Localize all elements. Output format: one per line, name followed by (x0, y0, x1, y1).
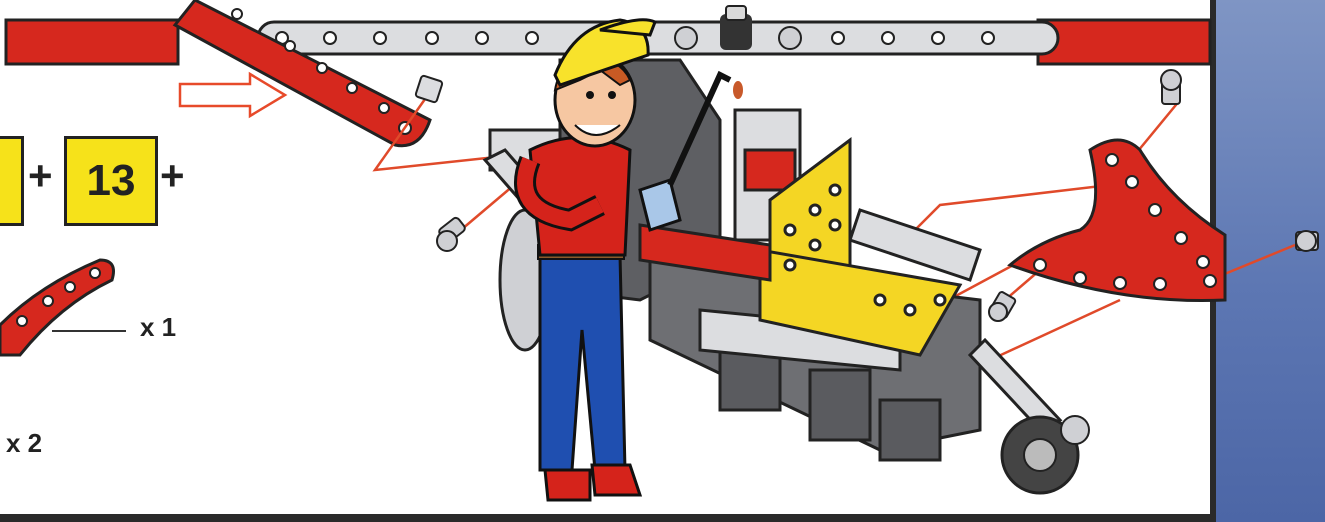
plus-sign-2: + (160, 152, 185, 200)
red-curved-support (1010, 140, 1225, 301)
screw-right-edge (1296, 231, 1318, 251)
qty-red-arc-strip: x 1 (140, 312, 176, 343)
screw-middle (989, 291, 1016, 321)
red-strip-right (1038, 20, 1210, 64)
tail-wheel (1002, 416, 1089, 493)
plus-sign-1: + (28, 152, 53, 200)
silver-long-strip (258, 6, 1058, 54)
direction-arrow (180, 74, 285, 116)
screw-right-top (1161, 70, 1181, 104)
qty-small-part: x 2 (6, 428, 42, 459)
nut-top (415, 75, 443, 103)
red-arc-strip-icon (0, 255, 120, 365)
part-number-13-label: 13 (87, 156, 136, 206)
part-number-badge-1 (0, 136, 24, 226)
screw-left (437, 216, 466, 251)
part-number-badge-13: 13 (64, 136, 158, 226)
red-strip-left (6, 20, 178, 64)
qty-line-1 (52, 330, 126, 332)
